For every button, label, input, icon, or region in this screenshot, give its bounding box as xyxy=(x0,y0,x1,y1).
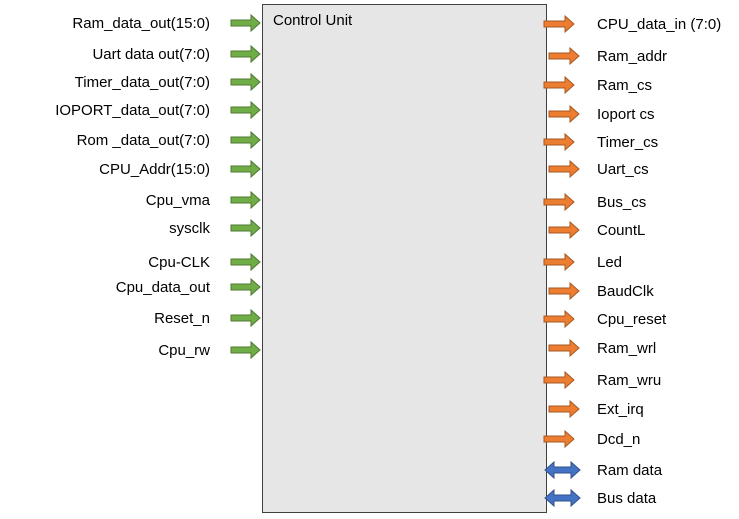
input-signal-label: sysclk xyxy=(169,220,210,237)
input-signal-label: Cpu_vma xyxy=(146,192,211,209)
input-signal-label: Cpu_rw xyxy=(158,342,210,359)
input-signal-label: Timer_data_out(7:0) xyxy=(75,74,210,91)
input-signal-label: Cpu_data_out xyxy=(116,279,211,296)
output-arrow-icon xyxy=(548,338,580,358)
output-arrow-icon xyxy=(543,252,575,272)
input-signal-label: Cpu-CLK xyxy=(148,254,210,271)
input-arrow-icon xyxy=(230,340,261,360)
bidirectional-arrow-icon xyxy=(544,488,581,508)
output-signal-label: CPU_data_in (7:0) xyxy=(597,16,721,33)
output-arrow-icon xyxy=(548,159,580,179)
output-signal-label: Ioport cs xyxy=(597,106,655,123)
input-signal-label: Uart data out(7:0) xyxy=(92,46,210,63)
output-arrow-icon xyxy=(543,14,575,34)
input-arrow-icon xyxy=(230,159,261,179)
output-arrow-icon xyxy=(548,220,580,240)
output-arrow-icon xyxy=(543,309,575,329)
input-signal-label: Rom _data_out(7:0) xyxy=(77,132,210,149)
output-arrow-icon xyxy=(543,75,575,95)
input-signal-label: IOPORT_data_out(7:0) xyxy=(55,102,210,119)
input-arrow-icon xyxy=(230,308,261,328)
output-signal-label: Cpu_reset xyxy=(597,311,667,328)
input-arrow-icon xyxy=(230,100,261,120)
output-signal-label: Ram_addr xyxy=(597,48,667,65)
block-title: Control Unit xyxy=(273,12,353,29)
output-signal-label: Ext_irq xyxy=(597,401,644,418)
bidirectional-arrow-icon xyxy=(544,460,581,480)
output-arrow-icon xyxy=(543,132,575,152)
output-signal-label: CountL xyxy=(597,222,645,239)
output-arrow-icon xyxy=(548,399,580,419)
input-arrow-icon xyxy=(230,44,261,64)
output-arrow-icon xyxy=(543,192,575,212)
output-signal-label: Ram_wrl xyxy=(597,340,656,357)
output-signal-label: Bus_cs xyxy=(597,194,646,211)
input-arrow-icon xyxy=(230,252,261,272)
output-arrow-icon xyxy=(548,104,580,124)
output-arrow-icon xyxy=(543,429,575,449)
bidirectional-signal-label: Bus data xyxy=(597,490,657,507)
output-signal-label: BaudClk xyxy=(597,283,654,300)
input-arrow-icon xyxy=(230,218,261,238)
output-signal-label: Led xyxy=(597,254,622,271)
input-arrow-icon xyxy=(230,277,261,297)
output-signal-label: Dcd_n xyxy=(597,431,640,448)
input-signal-label: Reset_n xyxy=(154,310,210,327)
output-arrow-icon xyxy=(543,370,575,390)
output-signal-label: Ram_cs xyxy=(597,77,652,94)
input-arrow-icon xyxy=(230,13,261,33)
control-unit-block: Control Unit xyxy=(262,4,547,513)
input-arrow-icon xyxy=(230,72,261,92)
input-signal-label: CPU_Addr(15:0) xyxy=(99,161,210,178)
input-signal-label: Ram_data_out(15:0) xyxy=(72,15,210,32)
input-arrow-icon xyxy=(230,190,261,210)
output-arrow-icon xyxy=(548,46,580,66)
output-signal-label: Ram_wru xyxy=(597,372,661,389)
output-signal-label: Uart_cs xyxy=(597,161,649,178)
bidirectional-signal-label: Ram data xyxy=(597,462,663,479)
input-arrow-icon xyxy=(230,130,261,150)
output-arrow-icon xyxy=(548,281,580,301)
output-signal-label: Timer_cs xyxy=(597,134,658,151)
